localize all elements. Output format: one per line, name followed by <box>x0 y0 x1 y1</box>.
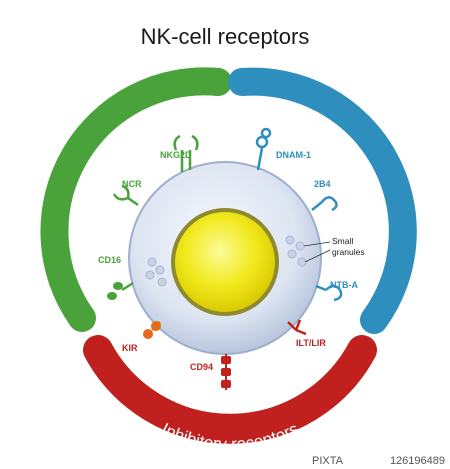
coactivating-arc <box>228 67 417 334</box>
iltlir-label: ILT/LIR <box>296 338 326 348</box>
granules-right <box>285 235 307 267</box>
cd94-label: CD94 <box>190 362 213 372</box>
ncr-receptor-icon <box>112 184 139 207</box>
granules-label-line2: granules <box>332 247 365 257</box>
activating-arc <box>40 67 232 332</box>
iltlir-receptor-icon <box>287 319 307 336</box>
ntba-receptor-icon <box>315 284 343 302</box>
inhibitory-arc <box>83 335 377 444</box>
ntba-label: NTB-A <box>330 280 358 290</box>
kir-receptor-icon <box>143 321 161 339</box>
watermark-bar <box>305 450 450 469</box>
2b4-receptor-icon <box>311 196 338 212</box>
watermark-brand: PIXTA <box>312 455 344 467</box>
page-title: NK-cell receptors <box>141 24 310 49</box>
dnam1-receptor-icon <box>255 127 272 171</box>
granules-left <box>145 257 167 287</box>
cd94-receptor-icon <box>221 354 231 390</box>
ncr-label: NCR <box>122 179 142 189</box>
granule-pointers <box>303 241 331 263</box>
cd16-label: CD16 <box>98 255 121 265</box>
2b4-label: 2B4 <box>314 179 331 189</box>
granules-label-line1: Small <box>332 236 353 246</box>
dnam1-label: DNAM-1 <box>276 150 311 160</box>
nkg2d-label: NKG2D <box>160 150 192 160</box>
kir-label: KIR <box>122 343 138 353</box>
nucleus <box>171 208 279 316</box>
watermark-id: 126196489 <box>390 455 445 467</box>
cd16-receptor-icon <box>107 281 134 300</box>
nkg2d-receptor-icon <box>173 134 199 172</box>
